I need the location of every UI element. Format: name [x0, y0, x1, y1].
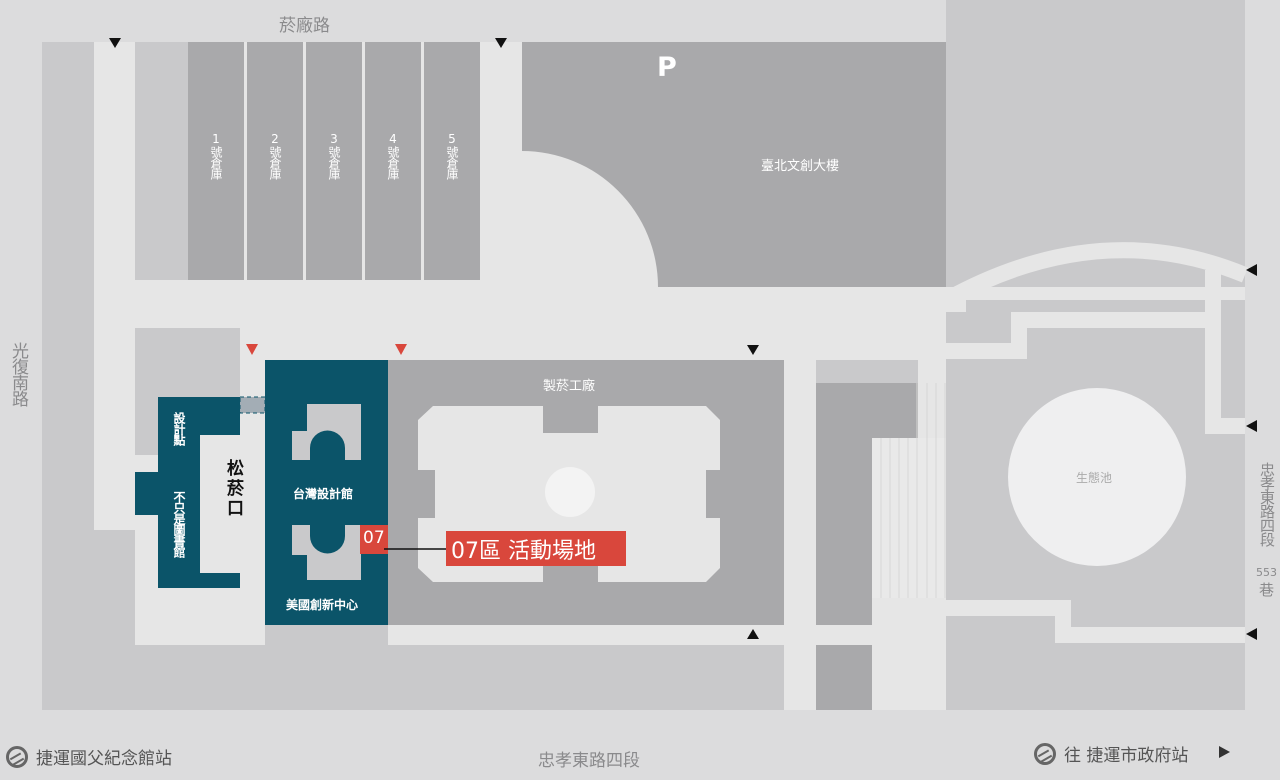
zone-07-code: 07: [363, 528, 385, 548]
mid-south-block: [816, 645, 872, 710]
warehouse-5: [424, 42, 480, 280]
mrt-left-label: 捷運國父紀念館站: [36, 749, 172, 769]
connector-bridge: [239, 396, 266, 414]
east-path: [946, 312, 1245, 434]
entrance-label: 松菸口: [223, 459, 243, 519]
mid-dark-block: [816, 383, 918, 625]
warehouse-2: [247, 42, 303, 280]
pond-label: 生態池: [1076, 471, 1113, 485]
south-east-path: [872, 600, 1245, 643]
library-label: 不只是圖書館: [172, 491, 186, 557]
design-point-label: 設計點: [172, 412, 186, 445]
mrt-icon: [1034, 742, 1056, 765]
west-lower-block: [42, 530, 135, 645]
warehouse-4: [365, 42, 421, 280]
entrance-icon: [1246, 264, 1257, 276]
road-label-bottom: 忠孝東路四段: [538, 751, 640, 771]
road-label-top: 菸廠路: [279, 16, 330, 36]
zone-07-marker[interactable]: [360, 525, 388, 554]
red-entrance-icon: [246, 344, 258, 355]
courtyard-circle: [545, 467, 595, 517]
inner-block-lower: [292, 525, 361, 580]
us-innovation-label: 美國創新中心: [286, 598, 359, 612]
entrance-icon: [1246, 628, 1257, 640]
zone-07-label: 07區 活動場地: [451, 539, 596, 564]
arrow-right-icon: [1219, 746, 1230, 758]
inner-block-upper: [292, 404, 361, 460]
mrt-left[interactable]: 捷運國父紀念館站: [6, 744, 172, 769]
mrt-icon: [6, 745, 28, 768]
ne-block-top: [946, 0, 1245, 42]
factory-label: 製菸工廠: [543, 379, 596, 394]
entrance-icon: [1246, 420, 1257, 432]
road-label-left: 光復南路: [8, 342, 28, 406]
curved-path: [942, 242, 1249, 308]
entrance-markers: [109, 38, 1257, 758]
mrt-right-label: 往 捷運市政府站: [1064, 746, 1189, 766]
mrt-right[interactable]: 往 捷運市政府站: [1034, 741, 1188, 766]
warehouse-3: [306, 42, 362, 280]
entrance-icon: [747, 629, 759, 639]
entrance-passage: [200, 435, 265, 573]
red-entrance-icon: [395, 344, 407, 355]
lane-number: 553: [1256, 566, 1277, 579]
culture-tower-label: 臺北文創大樓: [761, 159, 840, 174]
culture-tower-block: [522, 42, 946, 287]
warehouse-annex: [135, 42, 188, 280]
south-small-block: [265, 625, 388, 645]
path-joint: [946, 287, 966, 312]
mid-light-block: [816, 360, 918, 383]
entrance-icon: [109, 38, 121, 48]
taiwan-design-label: 台灣設計館: [293, 487, 354, 501]
lane-suffix: 巷: [1259, 581, 1275, 599]
stair-lines: [880, 383, 946, 598]
warehouse-1: [188, 42, 244, 280]
entrance-icon: [495, 38, 507, 48]
zone-07-callout[interactable]: [446, 531, 626, 566]
ecological-pond: [1008, 388, 1186, 566]
parking-label: P: [657, 52, 677, 83]
road-label-right: 忠孝東路四段: [1258, 462, 1276, 546]
stairs: [872, 438, 946, 598]
south-strip: [42, 645, 784, 710]
entrance-icon: [747, 345, 759, 355]
